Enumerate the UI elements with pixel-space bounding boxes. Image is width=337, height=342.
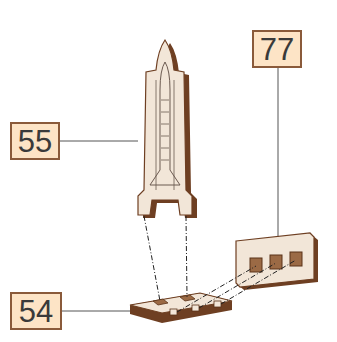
callout-number: 55 xyxy=(18,126,52,157)
tab xyxy=(192,305,199,311)
assembly-line xyxy=(221,260,296,304)
callout-number: 77 xyxy=(260,34,294,65)
assembly-lines xyxy=(144,216,296,312)
assembly-line xyxy=(186,216,187,297)
assembly-line xyxy=(199,263,276,308)
leader-line xyxy=(278,68,279,240)
assembly-line xyxy=(177,266,256,312)
callout-box: 54 xyxy=(10,292,62,330)
wood-face xyxy=(138,40,192,215)
wood-face xyxy=(236,233,314,287)
leader-line xyxy=(60,141,138,142)
tab xyxy=(170,309,177,315)
slot-hole xyxy=(180,295,195,301)
slot-hole xyxy=(270,255,282,269)
leader-line xyxy=(62,311,132,312)
callout-number: 54 xyxy=(19,296,53,327)
part-55 xyxy=(138,40,197,218)
assembly-line xyxy=(144,216,160,301)
tab xyxy=(214,301,221,307)
engraving xyxy=(150,62,180,185)
callout-box: 55 xyxy=(10,122,60,160)
slot-hole xyxy=(290,252,302,266)
engraving xyxy=(174,80,175,190)
engraving xyxy=(161,100,169,160)
slot-hole xyxy=(250,258,262,272)
part-77 xyxy=(236,233,318,290)
engraving xyxy=(156,80,157,190)
slot-hole xyxy=(153,299,168,305)
callout-box: 77 xyxy=(252,30,302,68)
